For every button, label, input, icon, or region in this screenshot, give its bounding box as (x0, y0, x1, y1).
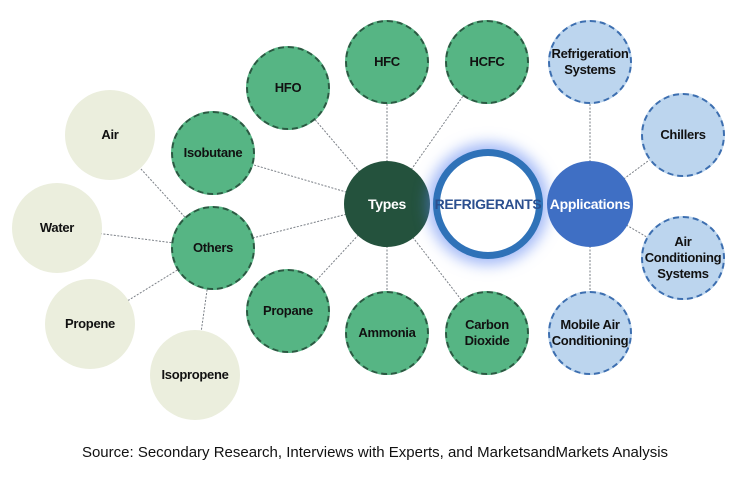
hub-types: Types (344, 161, 430, 247)
node-hfc: HFC (345, 20, 429, 104)
node-label: Chillers (660, 127, 706, 142)
node-propane: Propane (246, 269, 330, 353)
node-air-conditioning-systems: Air Conditioning Systems (641, 216, 725, 300)
hub-label: Applications (549, 196, 631, 212)
node-label: Others (192, 240, 234, 255)
node-ammonia: Ammonia (345, 291, 429, 375)
center-label: REFRIGERANTS (434, 196, 542, 212)
node-label: Mobile Air Conditioning (551, 317, 629, 348)
node-label: Air (101, 127, 119, 142)
node-hcfc: HCFC (445, 20, 529, 104)
node-mobile-air-conditioning: Mobile Air Conditioning (548, 291, 632, 375)
center-refrigerants: REFRIGERANTS (433, 149, 543, 259)
node-air: Air (65, 90, 155, 180)
node-label: Propene (65, 316, 115, 331)
link-types-carbon-dioxide (386, 203, 488, 334)
node-label: Water (39, 220, 75, 235)
node-isopropene: Isopropene (150, 330, 240, 420)
node-label: HCFC (469, 54, 505, 69)
node-isobutane: Isobutane (171, 111, 255, 195)
node-label: HFO (274, 80, 302, 95)
hub-label: Types (368, 196, 406, 212)
node-refrigeration-systems: Refrigeration Systems (548, 20, 632, 104)
node-carbon-dioxide: Carbon Dioxide (445, 291, 529, 375)
node-label: Isobutane (183, 145, 243, 160)
node-label: Carbon Dioxide (464, 317, 510, 348)
source-caption: Source: Secondary Research, Interviews w… (81, 444, 669, 461)
node-label: Ammonia (358, 325, 416, 340)
node-label: Isopropene (161, 367, 229, 382)
node-hfo: HFO (246, 46, 330, 130)
node-label: HFC (374, 54, 400, 69)
node-water: Water (12, 183, 102, 273)
node-label: Propane (263, 303, 313, 318)
node-propene: Propene (45, 279, 135, 369)
node-chillers: Chillers (641, 93, 725, 177)
node-label: Refrigeration Systems (551, 46, 629, 77)
hub-applications: Applications (547, 161, 633, 247)
node-others: Others (171, 206, 255, 290)
node-label: Air Conditioning Systems (644, 234, 722, 281)
refrigerants-diagram: Air Water Propene Isopropene HFO HFC HCF… (12, 20, 725, 420)
